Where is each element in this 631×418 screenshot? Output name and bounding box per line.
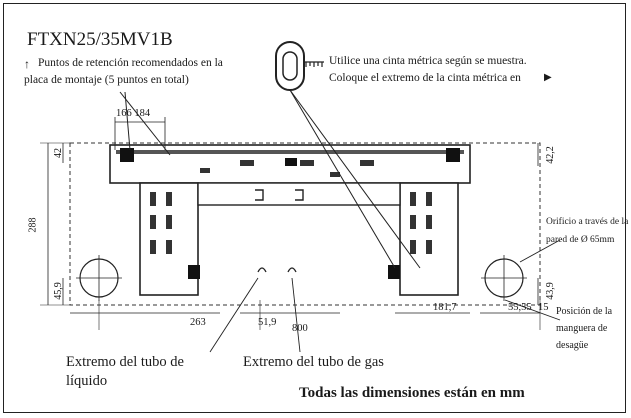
dim-right-bottom: 43,9 [544, 282, 556, 300]
units-note: Todas las dimensiones están en mm [299, 385, 525, 401]
dim-263: 263 [190, 317, 206, 328]
drain-label-line2: manguera de [556, 323, 608, 334]
tape-note-line2: Coloque el extremo de la cinta métrica e… [329, 72, 521, 84]
dim-55-55: 55,55 [508, 302, 532, 313]
tape-note-line1: Utilice una cinta métrica según se muest… [329, 55, 527, 67]
wall-hole-label-line2: pared de Ø 65mm [546, 235, 615, 245]
arrow-up-icon: ↑ [24, 57, 30, 71]
dim-left-top: 42 [53, 148, 64, 158]
unit-outline [69, 142, 541, 306]
dim-right-top: 42,2 [544, 146, 556, 164]
dim-top-left: 166 184 [116, 108, 151, 119]
dim-800: 800 [292, 323, 308, 334]
liquid-pipe-label-line2: líquido [66, 373, 108, 389]
dim-left-height: 288 [27, 217, 39, 233]
retention-points-note-line1: Puntos de retención recomendados en la [38, 57, 223, 69]
dim-15: 15 [538, 302, 549, 313]
triangle-marker-icon: ▶ [544, 72, 552, 83]
tape-measure-icon [275, 41, 324, 91]
drain-label-line3: desagüe [556, 340, 589, 351]
plate-middle [197, 182, 401, 206]
drain-label-line1: Posición de la [556, 306, 613, 317]
wall-hole-label-line1: Orificio a través de la [546, 217, 629, 227]
liquid-pipe-label-line1: Extremo del tubo de [66, 354, 184, 370]
model-title: FTXN25/35MV1B [27, 29, 173, 50]
dim-181-7: 181,7 [433, 302, 457, 313]
diagram-frame [3, 3, 626, 413]
retention-points-note-line2: placa de montaje (5 puntos en total) [24, 74, 189, 86]
gas-pipe-label: Extremo del tubo de gas [243, 354, 384, 370]
dim-left-bottom: 45,9 [52, 282, 64, 300]
dim-51-9: 51,9 [258, 317, 277, 328]
